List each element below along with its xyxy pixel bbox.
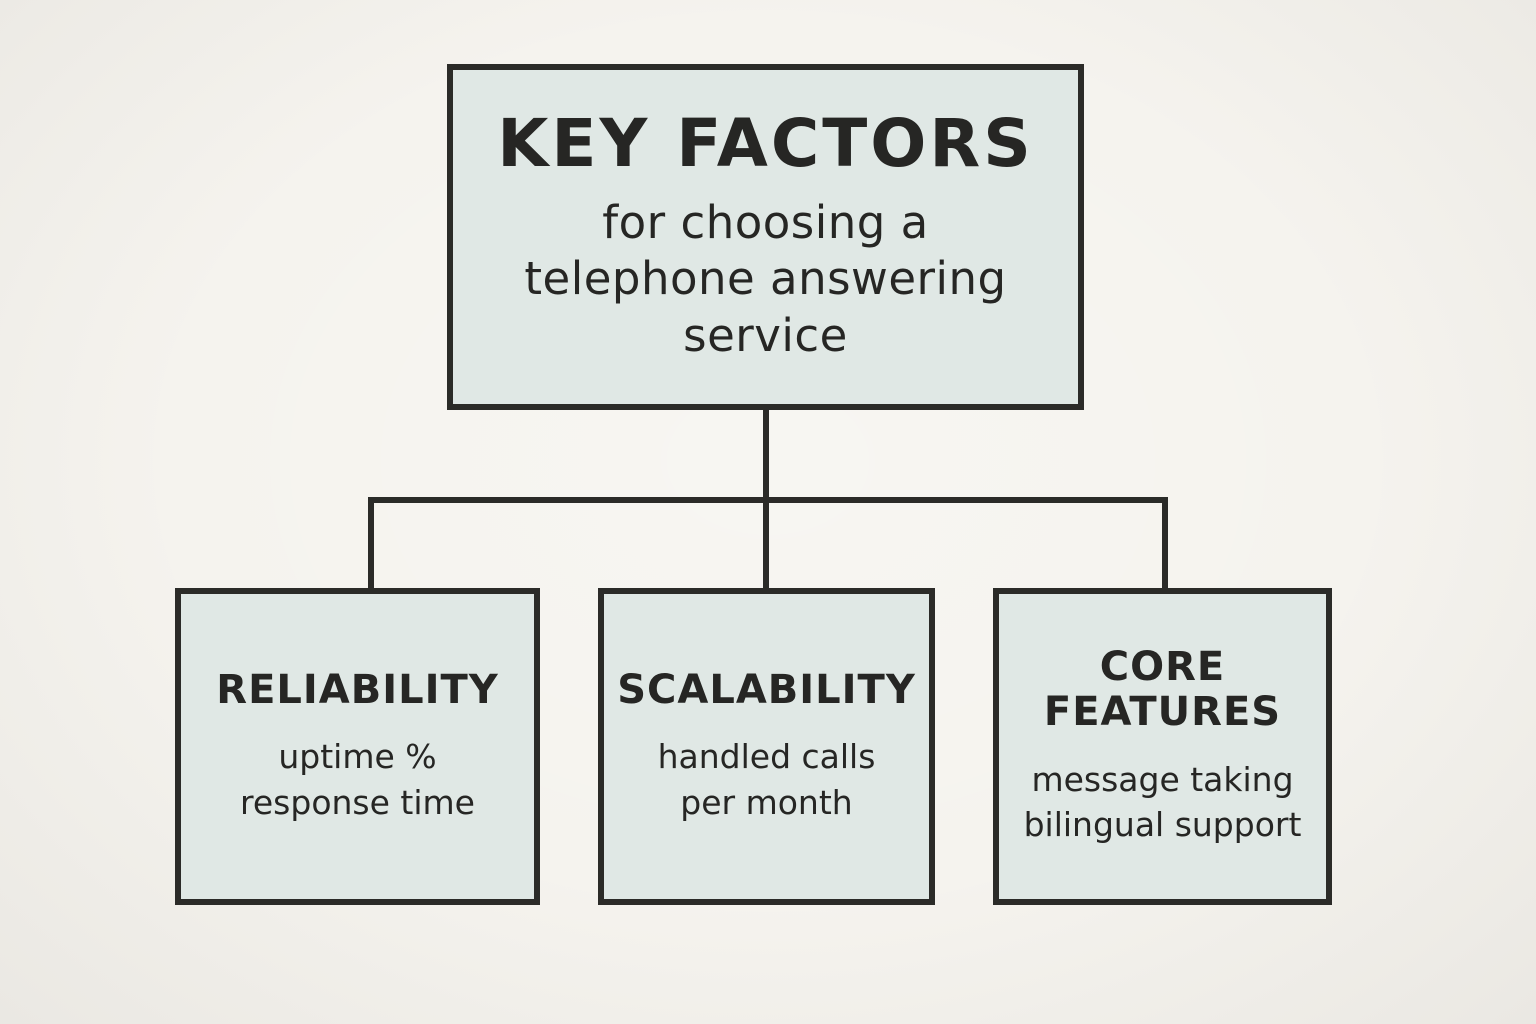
factor-detail-line: handled calls	[657, 737, 876, 777]
factor-title: CORE FEATURES	[1043, 644, 1282, 735]
connector-drop-middle	[763, 497, 769, 592]
factor-title: SCALABILITY	[617, 666, 916, 713]
root-title: KEY FACTORS	[497, 105, 1034, 183]
root-subtitle-line: telephone answering	[524, 252, 1007, 306]
factor-detail-line: bilingual support	[1023, 805, 1302, 845]
factor-detail-line: response time	[240, 782, 475, 822]
factor-details: message taking bilingual support	[1024, 757, 1302, 848]
root-subtitle: for choosing a telephone answering servi…	[524, 195, 1006, 365]
connector-stem	[763, 405, 769, 502]
factor-detail-line: message taking	[1031, 759, 1294, 799]
factor-box-core-features: CORE FEATURES message taking bilingual s…	[993, 588, 1332, 905]
factor-title: RELIABILITY	[216, 666, 499, 713]
factor-box-scalability: SCALABILITY handled calls per month	[598, 588, 935, 905]
connector-drop-right	[1162, 497, 1168, 592]
factor-detail-line: uptime %	[278, 737, 437, 777]
connector-drop-left	[368, 497, 374, 592]
factor-details: uptime % response time	[240, 734, 475, 825]
root-subtitle-line: for choosing a	[602, 195, 929, 249]
factor-detail-line: per month	[680, 782, 853, 822]
root-box-key-factors: KEY FACTORS for choosing a telephone ans…	[447, 64, 1084, 410]
factor-details: handled calls per month	[658, 734, 876, 825]
factor-box-reliability: RELIABILITY uptime % response time	[175, 588, 540, 905]
root-subtitle-line: service	[683, 308, 848, 362]
